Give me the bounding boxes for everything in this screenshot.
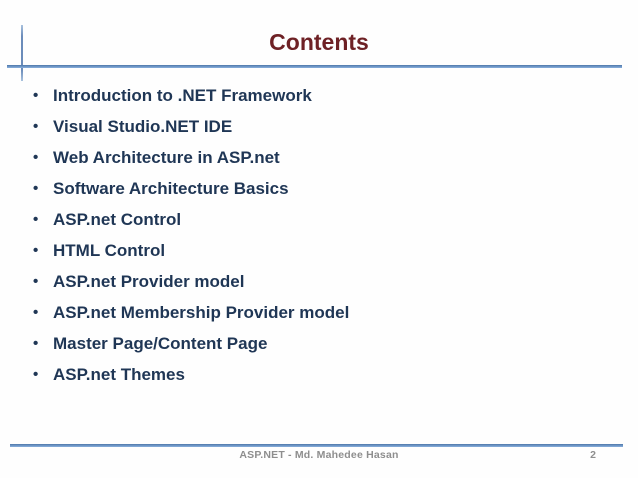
bullet-icon: • [33,242,39,259]
list-item-label: Software Architecture Basics [53,179,289,198]
list-item-label: ASP.net Membership Provider model [53,303,350,322]
page-number: 2 [590,449,596,461]
list-item-label: Visual Studio.NET IDE [53,117,233,136]
title-underline [7,65,622,68]
list-item: • Software Architecture Basics [33,173,349,204]
list-item-label: ASP.net Control [53,210,182,229]
vertical-accent-line [21,25,23,81]
list-item: • Web Architecture in ASP.net [33,142,349,173]
footer-text: ASP.NET - Md. Mahedee Hasan [239,449,399,461]
list-item: • HTML Control [33,235,349,266]
list-item: • Introduction to .NET Framework [33,80,349,111]
bullet-icon: • [33,211,39,228]
list-item: • Visual Studio.NET IDE [33,111,349,142]
footer-divider-line [10,444,623,447]
bullet-icon: • [33,335,39,352]
list-item-label: ASP.net Themes [53,365,185,384]
bullet-icon: • [33,273,39,290]
list-item: • ASP.net Provider model [33,266,349,297]
list-item-label: Master Page/Content Page [53,334,268,353]
bullet-icon: • [33,180,39,197]
bullet-icon: • [33,118,39,135]
bullet-icon: • [33,87,39,104]
list-item-label: Introduction to .NET Framework [53,86,312,105]
list-item: • ASP.net Themes [33,359,349,390]
list-item: • Master Page/Content Page [33,328,349,359]
list-item: • ASP.net Membership Provider model [33,297,349,328]
contents-list: • Introduction to .NET Framework • Visual … [33,80,349,390]
bullet-icon: • [33,304,39,321]
list-item: • ASP.net Control [33,204,349,235]
bullet-icon: • [33,149,39,166]
bullet-icon: • [33,366,39,383]
slide-title: Contents [269,29,369,55]
list-item-label: HTML Control [53,241,166,260]
list-item-label: Web Architecture in ASP.net [53,148,280,167]
list-item-label: ASP.net Provider model [53,272,245,291]
